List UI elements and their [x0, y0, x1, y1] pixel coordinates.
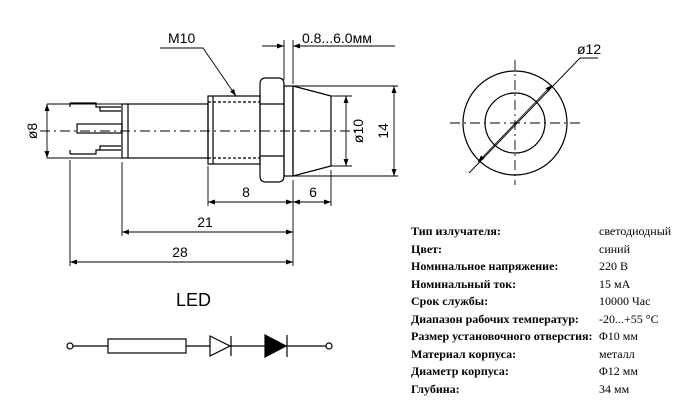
- spec-value: 34 мм: [599, 381, 630, 396]
- length-8-label: 8: [242, 184, 250, 200]
- schematic-label: LED: [176, 290, 211, 310]
- spec-value: Φ10 мм: [599, 329, 638, 343]
- front-diameter-label: ø12: [577, 41, 601, 57]
- thread-label: M10: [168, 30, 195, 46]
- panel-thickness-label: 0.8...6.0мм: [302, 30, 372, 46]
- front-view: [450, 57, 598, 185]
- spec-key: Срок службы:: [411, 294, 489, 308]
- spec-value: 15 мА: [599, 276, 631, 291]
- dimension-labels: M10 0.8...6.0мм ø8 ø10 14 8 6 21 28: [24, 30, 391, 260]
- side-view: [40, 77, 356, 183]
- terminal-left: [66, 342, 74, 350]
- diameter-cap-label: ø10: [350, 119, 366, 143]
- diameter-body-label: ø8: [24, 123, 40, 140]
- spec-row: Тип излучателя: светодиодный: [411, 223, 671, 241]
- height-cap-label: 14: [375, 123, 391, 139]
- terminal-right: [325, 342, 333, 350]
- length-28-label: 28: [172, 244, 188, 260]
- resistor-symbol: [107, 338, 187, 354]
- terminal-leads: [69, 102, 123, 155]
- spec-key: Материал корпуса:: [411, 346, 517, 361]
- length-6-label: 6: [309, 184, 317, 200]
- spec-value: 10000 Час: [599, 294, 651, 308]
- spec-value: синий: [599, 241, 631, 256]
- spec-key: Тип излучателя:: [411, 224, 501, 238]
- diode-filled-symbol: [264, 334, 288, 358]
- led-schematic: [66, 334, 333, 358]
- length-21-label: 21: [197, 214, 213, 230]
- spec-value: Φ12 мм: [599, 364, 638, 378]
- hex-nut: [259, 77, 285, 183]
- spec-key: Размер установочного отверстия:: [411, 329, 593, 343]
- spec-key: Диаметр корпуса:: [411, 364, 509, 378]
- diode-open-symbol: [209, 335, 232, 357]
- spec-value: светодиодный: [599, 224, 672, 238]
- spec-value: 220 В: [599, 259, 629, 273]
- spec-row: Размер установочного отверстия: Φ10 мм: [411, 328, 671, 346]
- spec-row: Номинальное напряжение: 220 В: [411, 258, 671, 276]
- spec-key: Диапазон рабочих температур:: [411, 311, 579, 326]
- spec-row: Диапазон рабочих температур: -20...+55 °C: [411, 311, 671, 329]
- spec-value: металл: [599, 346, 635, 361]
- spec-key: Глубина:: [411, 381, 460, 396]
- spec-row: Глубина: 34 мм: [411, 381, 671, 399]
- spec-row: Диаметр корпуса: Φ12 мм: [411, 363, 671, 381]
- spec-key: Номинальное напряжение:: [411, 259, 559, 273]
- spec-key: Номинальный ток:: [411, 276, 517, 291]
- spec-row: Срок службы: 10000 Час: [411, 293, 671, 311]
- spec-row: Материал корпуса: металл: [411, 346, 671, 364]
- spec-key: Цвет:: [411, 241, 443, 256]
- spec-row: Цвет: синий: [411, 241, 671, 259]
- spec-row: Номинальный ток: 15 мА: [411, 276, 671, 294]
- thread-section: [207, 95, 261, 165]
- spec-value: -20...+55 °C: [599, 311, 659, 326]
- dimensions: [44, 40, 398, 266]
